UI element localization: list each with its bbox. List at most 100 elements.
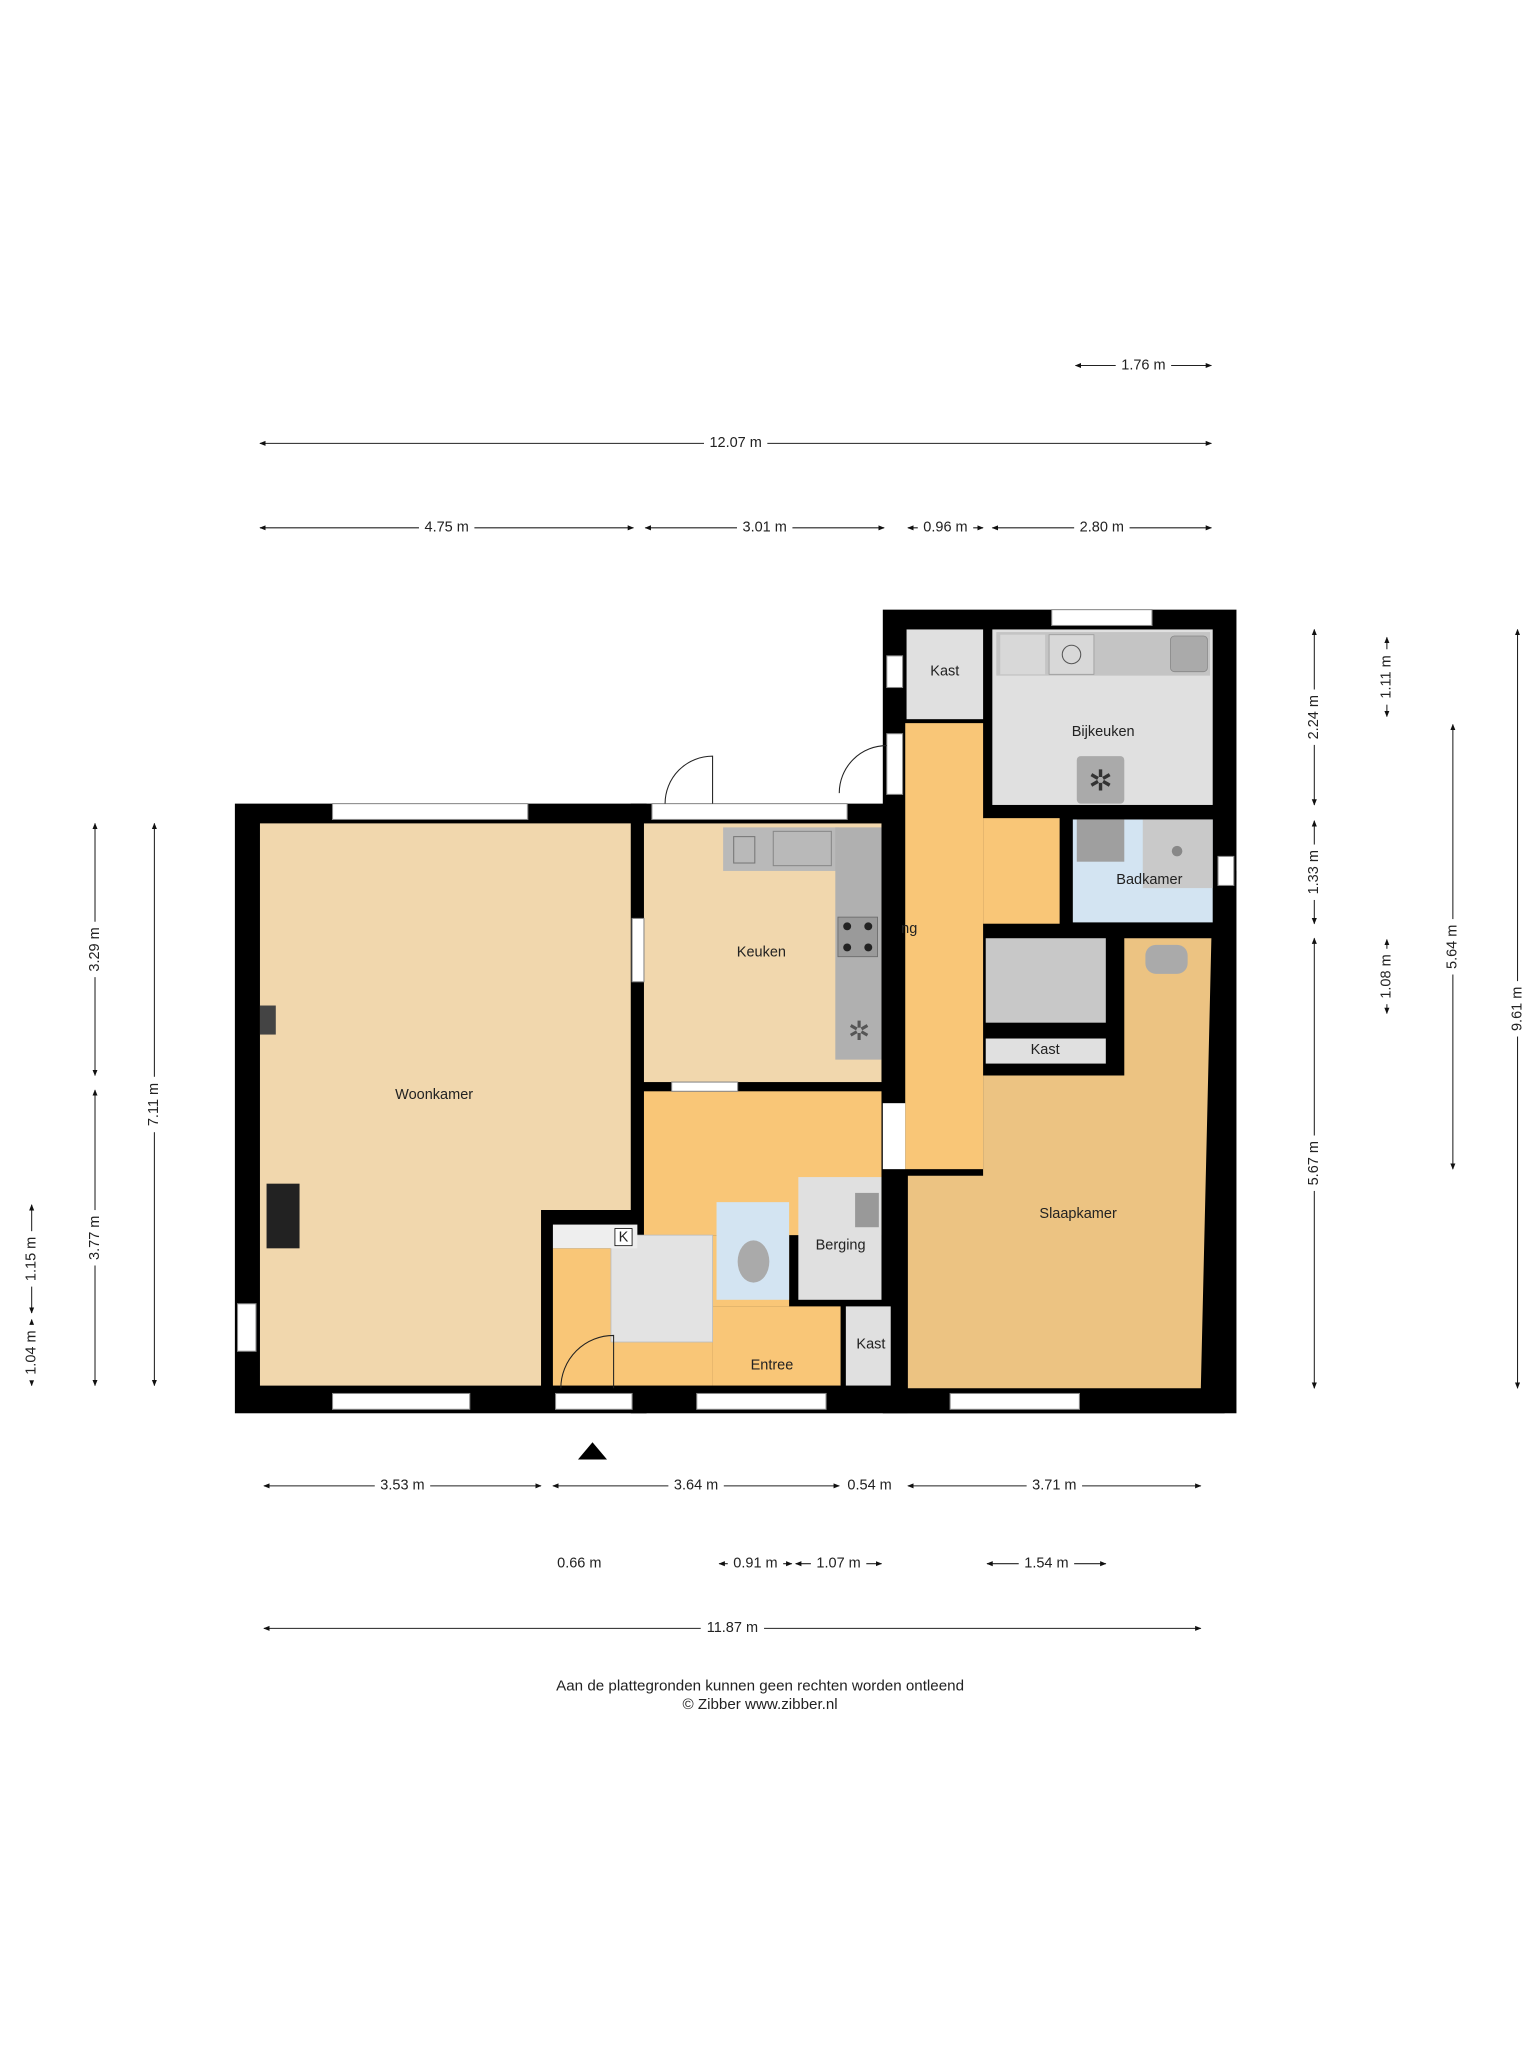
label-kast-top: Kast (930, 663, 959, 679)
dimension-label: 1.76 m (1121, 357, 1165, 373)
dimension-label: 1.07 m (816, 1556, 860, 1572)
svg-text:✲: ✲ (1088, 765, 1112, 797)
dim-top-2-80: 2.80 m (991, 518, 1213, 538)
dimension-label-bg (1305, 689, 1324, 745)
dim-right-1-08: 1.08 m (1377, 938, 1397, 1015)
room-slaapkamer (907, 938, 1212, 1389)
room-kast-top (906, 629, 984, 720)
label-slaapkamer: Slaapkamer (1039, 1206, 1117, 1222)
fan-icon: ✲ (848, 1016, 870, 1046)
dimension-label: 3.77 m (87, 1216, 103, 1260)
dimension-label-bg (668, 1476, 724, 1496)
door-entree[interactable] (560, 1334, 615, 1389)
dimension-label: 0.96 m (923, 520, 967, 536)
staircase-upper (985, 938, 1106, 1023)
dim-left-3-77: 3.77 m (85, 1089, 105, 1387)
dim-left-1-15: 1.15 m (22, 1204, 41, 1314)
stove-icon (266, 1183, 300, 1249)
dimension-label-bg (418, 518, 475, 538)
toilet-icon (737, 1240, 770, 1283)
dimension-label-bg (1443, 919, 1463, 975)
dimension-label-bg (1508, 981, 1527, 1037)
label-badkamer: Badkamer (1116, 872, 1182, 888)
dimension-label: 1.08 m (1379, 954, 1395, 998)
label-bijkeuken: Bijkeuken (1072, 724, 1135, 740)
dim-bottom-3-53: 3.53 m (263, 1476, 542, 1496)
door-keuken[interactable] (664, 755, 714, 804)
footer-copyright: © Zibber www.zibber.nl (682, 1696, 837, 1713)
dimension-label-bg (85, 1210, 105, 1266)
dimension-label-bg (810, 1554, 867, 1573)
entrance-marker-icon (577, 1442, 608, 1460)
label-kast-entree: Kast (856, 1336, 885, 1352)
dim-right-9-61: 9.61 m (1508, 628, 1527, 1389)
door-gang[interactable] (838, 745, 887, 794)
dim-right-1-11: 1.11 m (1377, 636, 1397, 718)
dim-bottom-1-54: 1.54 m (986, 1554, 1107, 1573)
dimension-label-bg (1074, 518, 1130, 538)
room-woonkamer (259, 823, 631, 1386)
dim-left-3-29: 3.29 m (85, 822, 105, 1077)
dimension-label: 0.91 m (733, 1556, 777, 1572)
dimension-label: 0.54 m (847, 1478, 891, 1494)
label-entree: Entree (751, 1358, 794, 1374)
dimension-label: 2.80 m (1080, 520, 1124, 536)
dimension-label: 3.29 m (87, 927, 103, 971)
dimension-label-bg (727, 1554, 784, 1573)
dimension-label-bg (1305, 1135, 1324, 1191)
dim-bottom-0-91: 0.91 m (718, 1554, 793, 1573)
dim-bottom-0-54: 0.54 m (847, 1478, 891, 1494)
dimension-label: 2.24 m (1306, 695, 1322, 739)
dimension-label-bg (1018, 1554, 1075, 1573)
dim-bottom-1-07: 1.07 m (795, 1554, 883, 1573)
toilet-small-sink (1145, 944, 1188, 974)
label-woonkamer: Woonkamer (395, 1087, 473, 1103)
dimension-label-bg (917, 518, 974, 538)
dimension-label: 3.64 m (674, 1478, 718, 1494)
dimension-label: 1.11 m (1379, 655, 1395, 698)
dimension-label: 4.75 m (425, 520, 469, 536)
dimension-label: 0.66 m (557, 1556, 601, 1572)
dimension-label: 7.11 m (146, 1083, 162, 1126)
opening (882, 1103, 906, 1170)
dim-left-7-11: 7.11 m (145, 822, 164, 1387)
dim-left-1-04: 1.04 m (22, 1318, 41, 1387)
dim-top-12-07: 12.07 m (259, 434, 1213, 453)
label-berging: Berging (816, 1238, 866, 1254)
dimension-label: 1.33 m (1306, 850, 1322, 894)
dimension-label-bg (1026, 1476, 1083, 1496)
shower-drain-icon (1171, 845, 1183, 857)
dimension-label-bg (1115, 356, 1172, 375)
boiler-icon: ✲ (1076, 756, 1125, 804)
dimension-label: 12.07 m (709, 435, 761, 451)
dim-bottom-0-66: 0.66 m (557, 1556, 601, 1572)
dimension-label-bg (700, 1619, 765, 1638)
dimension-label: 1.04 m (23, 1330, 39, 1374)
vent-icon (259, 1005, 276, 1035)
boiler-berging (855, 1192, 879, 1228)
dim-right-2-24: 2.24 m (1305, 628, 1324, 806)
dimension-label: 5.67 m (1306, 1141, 1322, 1185)
label-keuken: Keuken (737, 945, 786, 961)
dimension-label: 3.71 m (1032, 1478, 1076, 1494)
staircase-entree (610, 1234, 713, 1343)
dim-top-3-01: 3.01 m (644, 518, 885, 538)
dimension-label-bg (374, 1476, 431, 1496)
dim-top-1-76: 1.76 m (1074, 356, 1213, 375)
label-kast-mid: Kast (1031, 1042, 1060, 1058)
kitchen-counter (723, 827, 882, 1060)
dimension-label: 1.54 m (1024, 1556, 1068, 1572)
dimension-label-bg (736, 518, 793, 538)
dimension-label-bg (22, 1231, 41, 1287)
dimension-label-bg (1377, 649, 1397, 705)
dimension-label: 5.64 m (1445, 925, 1461, 969)
dimension-label-bg (704, 434, 768, 453)
dim-bottom-3-71: 3.71 m (907, 1476, 1202, 1496)
windows (236, 609, 1235, 1410)
meter-k-box (614, 1228, 633, 1247)
label-meter-k: K (619, 1230, 629, 1246)
room-kast-mid (985, 1038, 1106, 1064)
dimension-label: 3.53 m (380, 1478, 424, 1494)
dim-bottom-11-87: 11.87 m (263, 1619, 1202, 1638)
